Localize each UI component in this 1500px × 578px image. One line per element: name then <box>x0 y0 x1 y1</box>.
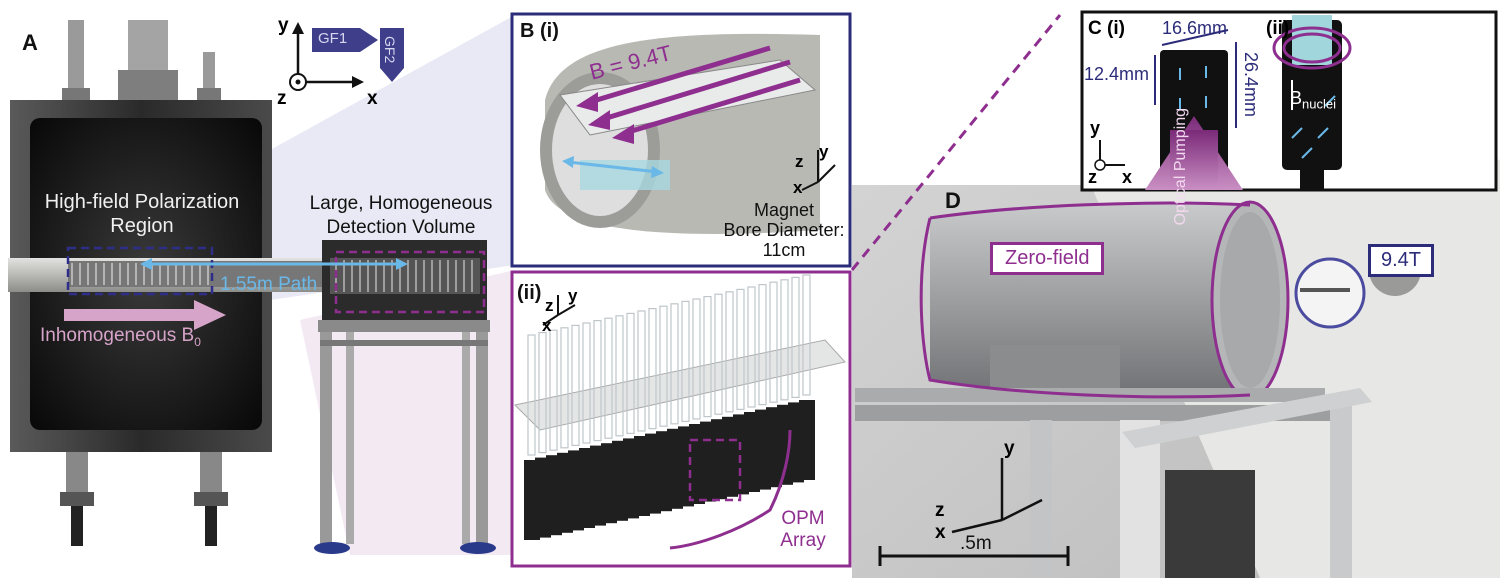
inhomogeneous-sub: 0 <box>194 334 201 349</box>
sample-tube <box>769 281 778 403</box>
opm-sensor <box>799 400 815 480</box>
bnuclei-sub: nuclei <box>1302 96 1336 112</box>
axis-a-y: y <box>278 15 289 36</box>
field-9-4t-label: 9.4T <box>1368 244 1435 277</box>
panel-b-i-label: B (i) <box>520 20 559 42</box>
optical-line2: Pumping <box>1172 108 1189 172</box>
magnet-line2: Bore Diameter: <box>723 220 845 240</box>
opm-line1: OPM <box>781 508 825 529</box>
sample-tube <box>780 279 789 401</box>
polarization-line2: Region <box>110 215 174 237</box>
polarization-line1: High-field Polarization <box>44 191 240 213</box>
inhomogeneous-text: Inhomogeneous B <box>40 325 195 346</box>
magnet-bore-label: Magnet Bore Diameter: 11cm <box>720 200 848 260</box>
sample-tube <box>791 276 800 398</box>
magnet-line3: 11cm <box>762 240 806 260</box>
axis-c-x: x <box>1122 167 1133 187</box>
optical-line1: Optical <box>1172 175 1189 226</box>
detection-line1: Large, Homogeneous <box>309 193 493 214</box>
sample-tube <box>604 317 613 439</box>
axis-b-x: x <box>793 178 803 197</box>
magnet-line1: Magnet <box>753 200 815 220</box>
axis-bii-x: x <box>542 316 552 335</box>
sample-tube <box>637 310 646 432</box>
sample-tube <box>593 320 602 442</box>
inhomogeneous-label: Inhomogeneous B0 <box>40 325 201 349</box>
axis-c-z: z <box>1088 167 1097 187</box>
sample-tube <box>659 305 668 427</box>
axis-d-z: z <box>935 500 945 521</box>
axis-bii-z: z <box>545 296 554 315</box>
sample-tube <box>758 284 767 406</box>
path-label: 1.55m Path <box>220 274 318 295</box>
axis-d-x: x <box>935 522 946 543</box>
panel-b-ii-label: (ii) <box>517 282 542 304</box>
axis-a-z: z <box>277 88 287 109</box>
detection-line2: Detection Volume <box>326 217 476 238</box>
sample-tube <box>571 324 580 446</box>
axis-b-z: z <box>795 152 804 171</box>
opm-array-label: OPM Array <box>768 508 838 552</box>
sample-tube <box>714 293 723 415</box>
gradient-label-gf1: GF1 <box>318 30 348 47</box>
sample-tube <box>802 274 811 396</box>
panel-c-i-label: C (i) <box>1088 18 1125 39</box>
dim-left: 12.4mm <box>1084 64 1150 84</box>
sample-tube <box>560 327 569 449</box>
panel-c-ii-label: (ii) <box>1266 18 1290 39</box>
opm-line2: Array <box>780 530 826 551</box>
scale-bar-label: .5m <box>960 533 992 554</box>
sample-tube <box>736 288 745 410</box>
bnuclei-label: Bnuclei <box>1290 88 1336 112</box>
sample-tube <box>626 312 635 434</box>
sample-tube <box>692 298 701 420</box>
sample-tube <box>582 322 591 444</box>
axis-d-y: y <box>1004 438 1015 459</box>
dim-width: 16.6mm <box>1162 18 1228 38</box>
sample-tube <box>648 308 657 430</box>
sample-tube <box>703 296 712 418</box>
axis-b-y: y <box>819 142 829 161</box>
sample-tube <box>538 332 547 454</box>
zero-field-label: Zero-field <box>990 242 1105 275</box>
dim-height: 26.4mm <box>1241 52 1261 118</box>
sample-tube <box>527 334 536 456</box>
bnuclei-text: B <box>1290 88 1303 108</box>
optical-pumping-label: Optical Pumping <box>1172 108 1190 225</box>
sample-tube <box>725 291 734 413</box>
axis-c-y: y <box>1090 118 1101 138</box>
sample-tube <box>681 300 690 422</box>
panel-d-letter: D <box>945 188 961 213</box>
sample-tube <box>615 315 624 437</box>
sample-tube <box>747 286 756 408</box>
axis-a-x: x <box>367 88 378 109</box>
sample-tube <box>670 303 679 425</box>
sample-tube <box>549 329 558 451</box>
panel-a-letter: A <box>22 30 38 55</box>
axis-bii-y: y <box>568 286 578 305</box>
detection-label: Large, Homogeneous Detection Volume <box>295 192 507 240</box>
gradient-label-gf2: GF2 <box>382 36 398 64</box>
polarization-label: High-field Polarization Region <box>36 190 248 238</box>
